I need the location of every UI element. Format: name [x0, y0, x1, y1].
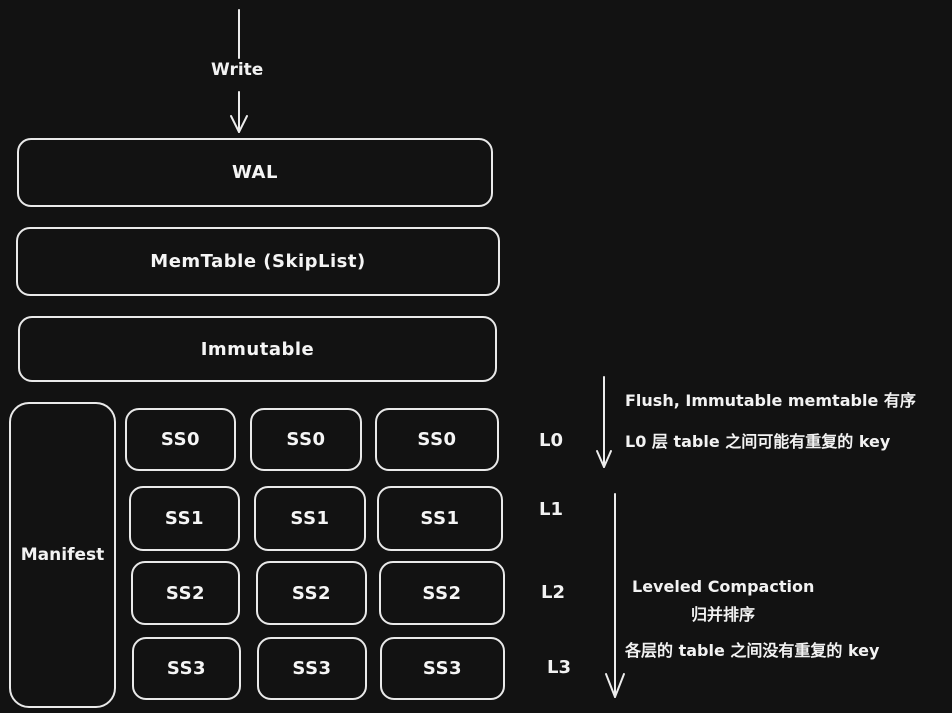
manifest-box: Manifest: [9, 402, 116, 708]
sstable-l0-1: SS0: [125, 408, 236, 471]
wal-box: WAL: [17, 138, 493, 207]
sstable-l0-2: SS0: [250, 408, 362, 471]
flush-arrow: [594, 375, 614, 475]
sstable-l3-2: SS3: [257, 637, 367, 700]
sstable-l2-1: SS2: [131, 561, 240, 625]
memtable-box: MemTable (SkipList): [16, 227, 500, 296]
level-label-l0: L0: [539, 430, 563, 451]
level-label-l1: L1: [539, 499, 563, 520]
level-label-l2: L2: [541, 582, 565, 603]
sstable-l1-3: SS1: [377, 486, 503, 551]
compaction-arrow: [603, 492, 627, 706]
sstable-l2-2: SS2: [256, 561, 367, 625]
levels-no-duplicate-note: 各层的 table 之间没有重复的 key: [625, 641, 880, 660]
sstable-l3-1: SS3: [132, 637, 241, 700]
sstable-l3-3: SS3: [380, 637, 505, 700]
write-label: Write: [211, 60, 264, 80]
immutable-box: Immutable: [18, 316, 497, 382]
sstable-l1-2: SS1: [254, 486, 366, 551]
sstable-l1-1: SS1: [129, 486, 240, 551]
flush-note: Flush, Immutable memtable 有序: [625, 391, 916, 410]
level-label-l3: L3: [547, 657, 571, 678]
compaction-title: Leveled Compaction: [632, 577, 815, 596]
l0-duplicate-note: L0 层 table 之间可能有重复的 key: [625, 432, 891, 451]
sstable-l2-3: SS2: [379, 561, 505, 625]
sstable-l0-3: SS0: [375, 408, 499, 471]
compaction-subtitle: 归并排序: [691, 605, 756, 624]
